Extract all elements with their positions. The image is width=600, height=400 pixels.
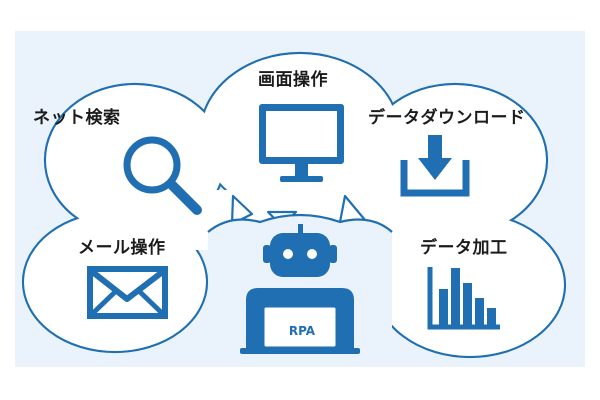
label-net-search: ネット検索: [33, 108, 121, 128]
bar-chart-icon: [427, 267, 500, 330]
laptop-icon: [240, 304, 360, 354]
label-mail-operation: メール操作: [78, 238, 166, 258]
magnifier-icon: [123, 136, 202, 215]
envelope-icon: [87, 266, 168, 319]
monitor-icon: [259, 104, 344, 182]
label-data-processing: データ加工: [420, 238, 508, 258]
download-icon: [400, 135, 470, 197]
laptop-label: RPA: [288, 324, 316, 338]
label-data-download: データダウンロード: [368, 108, 526, 128]
label-screen-operation: 画面操作: [258, 70, 328, 90]
